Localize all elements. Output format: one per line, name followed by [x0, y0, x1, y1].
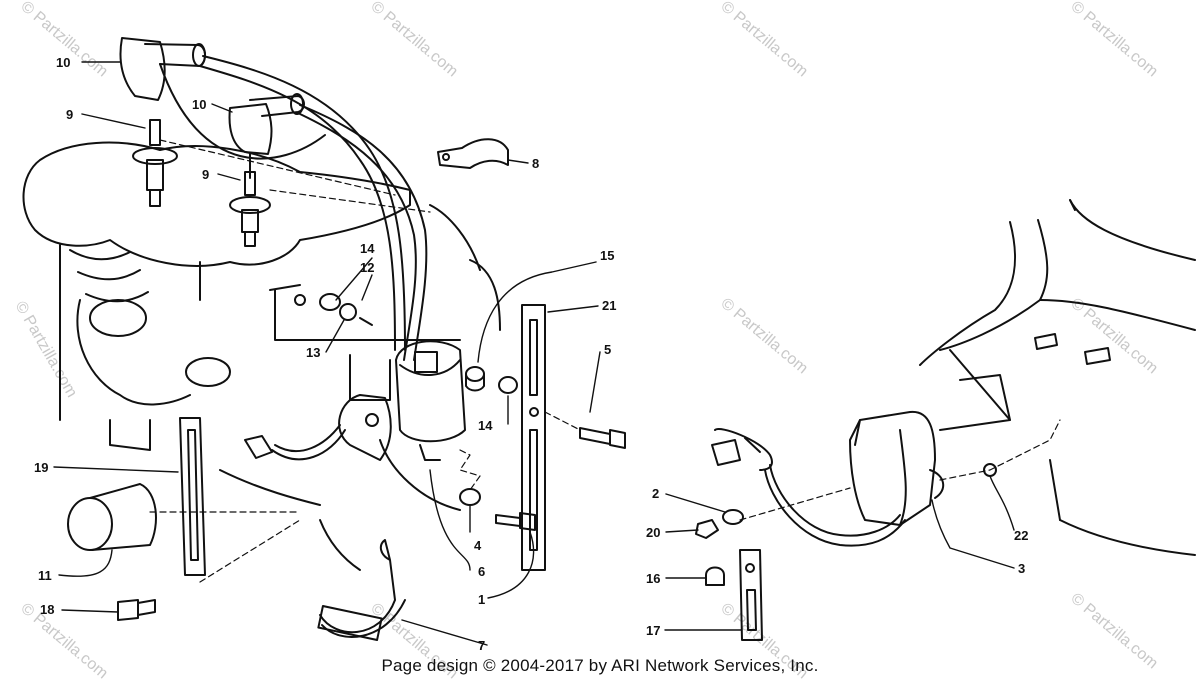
studs: [1034, 333, 1111, 365]
callout-2: 2: [652, 486, 659, 501]
wire-lead: [244, 424, 346, 461]
acorn-nut: [705, 566, 725, 586]
callout-13: 13: [306, 345, 320, 360]
callout-16: 16: [646, 571, 660, 586]
callout-5: 5: [604, 342, 611, 357]
watermark: © Partzilla.com: [717, 0, 811, 80]
callout-20: 20: [646, 525, 660, 540]
leader-lines: [53, 61, 1015, 646]
cap-screw: [579, 427, 626, 449]
callout-21: 21: [602, 298, 616, 313]
strap: [317, 539, 406, 641]
high-tension-wires: [159, 55, 428, 361]
engine-block: [22, 141, 501, 571]
callout-8: 8: [532, 156, 539, 171]
watermark: © Partzilla.com: [1067, 295, 1161, 377]
callout-9-left: 9: [66, 107, 73, 122]
watermarks: © Partzilla.com © Partzilla.com © Partzi…: [12, 0, 1161, 682]
callout-10-right: 10: [192, 97, 206, 112]
assembly-lines: [149, 139, 1061, 583]
callout-15: 15: [600, 248, 614, 263]
watermark: © Partzilla.com: [1067, 0, 1161, 80]
cable-clamp: [437, 138, 509, 169]
callout-12: 12: [360, 260, 374, 275]
callout-1: 1: [478, 592, 485, 607]
callout-19: 19: [34, 460, 48, 475]
bracket: [739, 549, 763, 641]
callout-18: 18: [40, 602, 54, 617]
page-footer: Page design © 2004-2017 by ARI Network S…: [381, 656, 819, 675]
cap-screw: [117, 599, 156, 621]
cap-screw: [459, 488, 536, 531]
bracket: [521, 304, 546, 571]
watermark: © Partzilla.com: [12, 299, 81, 401]
spark-plug-left: [132, 119, 178, 207]
callout-22: 22: [1014, 528, 1028, 543]
callout-10-left: 10: [56, 55, 70, 70]
callout-14-top: 14: [360, 241, 375, 256]
watermark: © Partzilla.com: [367, 0, 461, 80]
spark-plug-right: [229, 171, 271, 247]
callouts: 10 9 10 9 8 14 12 13 15 21 5 14 19 11 18…: [34, 55, 1028, 653]
callout-4: 4: [474, 538, 482, 553]
watermark: © Partzilla.com: [717, 295, 811, 377]
callout-6: 6: [478, 564, 485, 579]
callout-7: 7: [478, 638, 485, 653]
spacer: [465, 366, 518, 394]
ignition-coil: [294, 293, 466, 461]
callout-9-right: 9: [202, 167, 209, 182]
frame: [919, 199, 1196, 556]
nut: [695, 519, 719, 539]
callout-14-bottom: 14: [478, 418, 493, 433]
strap: [179, 417, 206, 576]
callout-11: 11: [38, 568, 52, 583]
wire-harness: [711, 428, 906, 547]
coil-cover: [67, 483, 157, 551]
callout-3: 3: [1018, 561, 1025, 576]
cdi-box: [849, 410, 945, 526]
washer: [722, 509, 744, 525]
callout-17: 17: [646, 623, 660, 638]
